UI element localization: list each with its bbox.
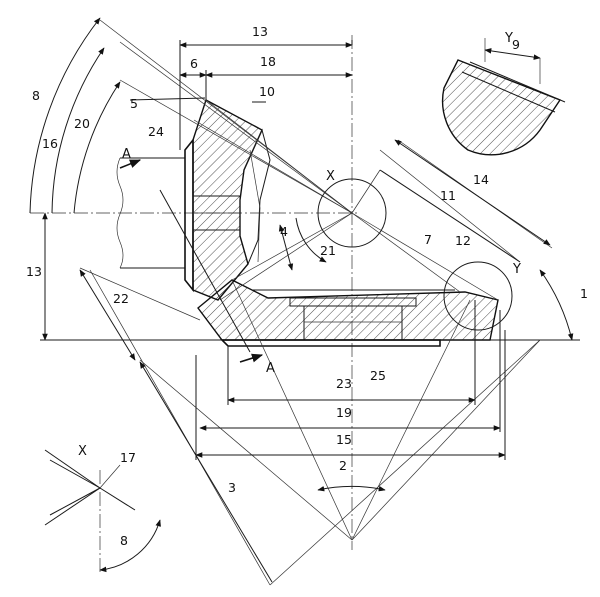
label-view-x-detail: X bbox=[78, 444, 87, 459]
callout-labels: 1 2 3 4 5 6 7 8 8 9 10 11 12 13 13 14 15… bbox=[26, 24, 588, 548]
label-21: 21 bbox=[320, 243, 336, 258]
label-view-y-detail: Y bbox=[504, 31, 513, 46]
label-9: 9 bbox=[512, 37, 520, 52]
label-25: 25 bbox=[370, 368, 386, 383]
label-3: 3 bbox=[228, 480, 236, 495]
label-5: 5 bbox=[130, 96, 138, 111]
label-section-a-bottom: A bbox=[266, 361, 275, 376]
label-16: 16 bbox=[42, 136, 58, 151]
section-markers bbox=[119, 159, 264, 363]
label-1: 1 bbox=[580, 286, 588, 301]
label-8: 8 bbox=[32, 88, 40, 103]
detail-circle-y bbox=[443, 261, 513, 331]
label-12: 12 bbox=[455, 233, 471, 248]
label-24: 24 bbox=[148, 124, 164, 139]
label-4: 4 bbox=[280, 224, 288, 239]
label-11: 11 bbox=[440, 188, 456, 203]
label-20: 20 bbox=[74, 116, 90, 131]
detail-circle-x bbox=[317, 178, 387, 248]
label-15: 15 bbox=[336, 432, 352, 447]
label-17: 17 bbox=[120, 450, 136, 465]
wheel-section bbox=[197, 279, 499, 347]
label-18: 18 bbox=[260, 54, 276, 69]
label-view-y: Y bbox=[512, 262, 521, 277]
label-view-x: X bbox=[326, 169, 335, 184]
label-6: 6 bbox=[190, 56, 198, 71]
label-8-detail: 8 bbox=[120, 533, 128, 548]
detail-x-view bbox=[44, 449, 161, 575]
label-7: 7 bbox=[424, 232, 432, 247]
dimension-lines bbox=[29, 17, 574, 583]
label-2: 2 bbox=[339, 458, 347, 473]
label-13-left: 13 bbox=[26, 264, 42, 279]
detail-y-view bbox=[441, 38, 566, 156]
label-10: 10 bbox=[259, 84, 275, 99]
label-14: 14 bbox=[473, 172, 489, 187]
label-13-top: 13 bbox=[252, 24, 268, 39]
label-section-a-top: A bbox=[122, 147, 131, 162]
label-23: 23 bbox=[336, 376, 352, 391]
pinion-section bbox=[116, 98, 271, 301]
label-22: 22 bbox=[113, 291, 129, 306]
label-19: 19 bbox=[336, 405, 352, 420]
